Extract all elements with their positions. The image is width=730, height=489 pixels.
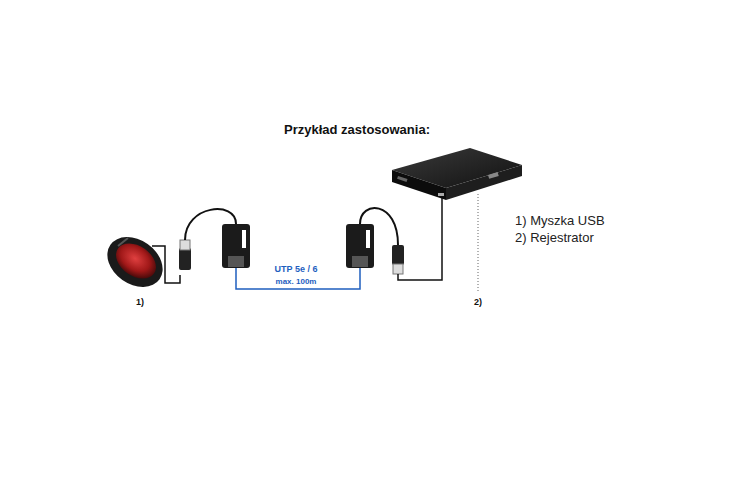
legend-note: 2) Rejestrator [515,230,594,245]
callout-number: 2) [474,297,482,307]
usb-plug [392,245,404,274]
legend-note: 1) Myszka USB [515,213,605,228]
usb-extender-receiver [346,224,374,268]
extender-cable [360,208,398,245]
cable-label: UTP 5e / 6 [275,264,318,274]
usb-mouse [98,227,172,297]
usb-wire [398,196,442,280]
mouse-cable [152,246,180,283]
diagram-title: Przykład zastosowania: [284,122,430,137]
leader-line [478,194,479,292]
usb-extender-transmitter [222,224,250,268]
usb-plug [179,240,191,270]
dvr-recorder [392,148,522,200]
cable-length: max. 100m [276,277,317,286]
callout-number: 1) [136,297,144,307]
